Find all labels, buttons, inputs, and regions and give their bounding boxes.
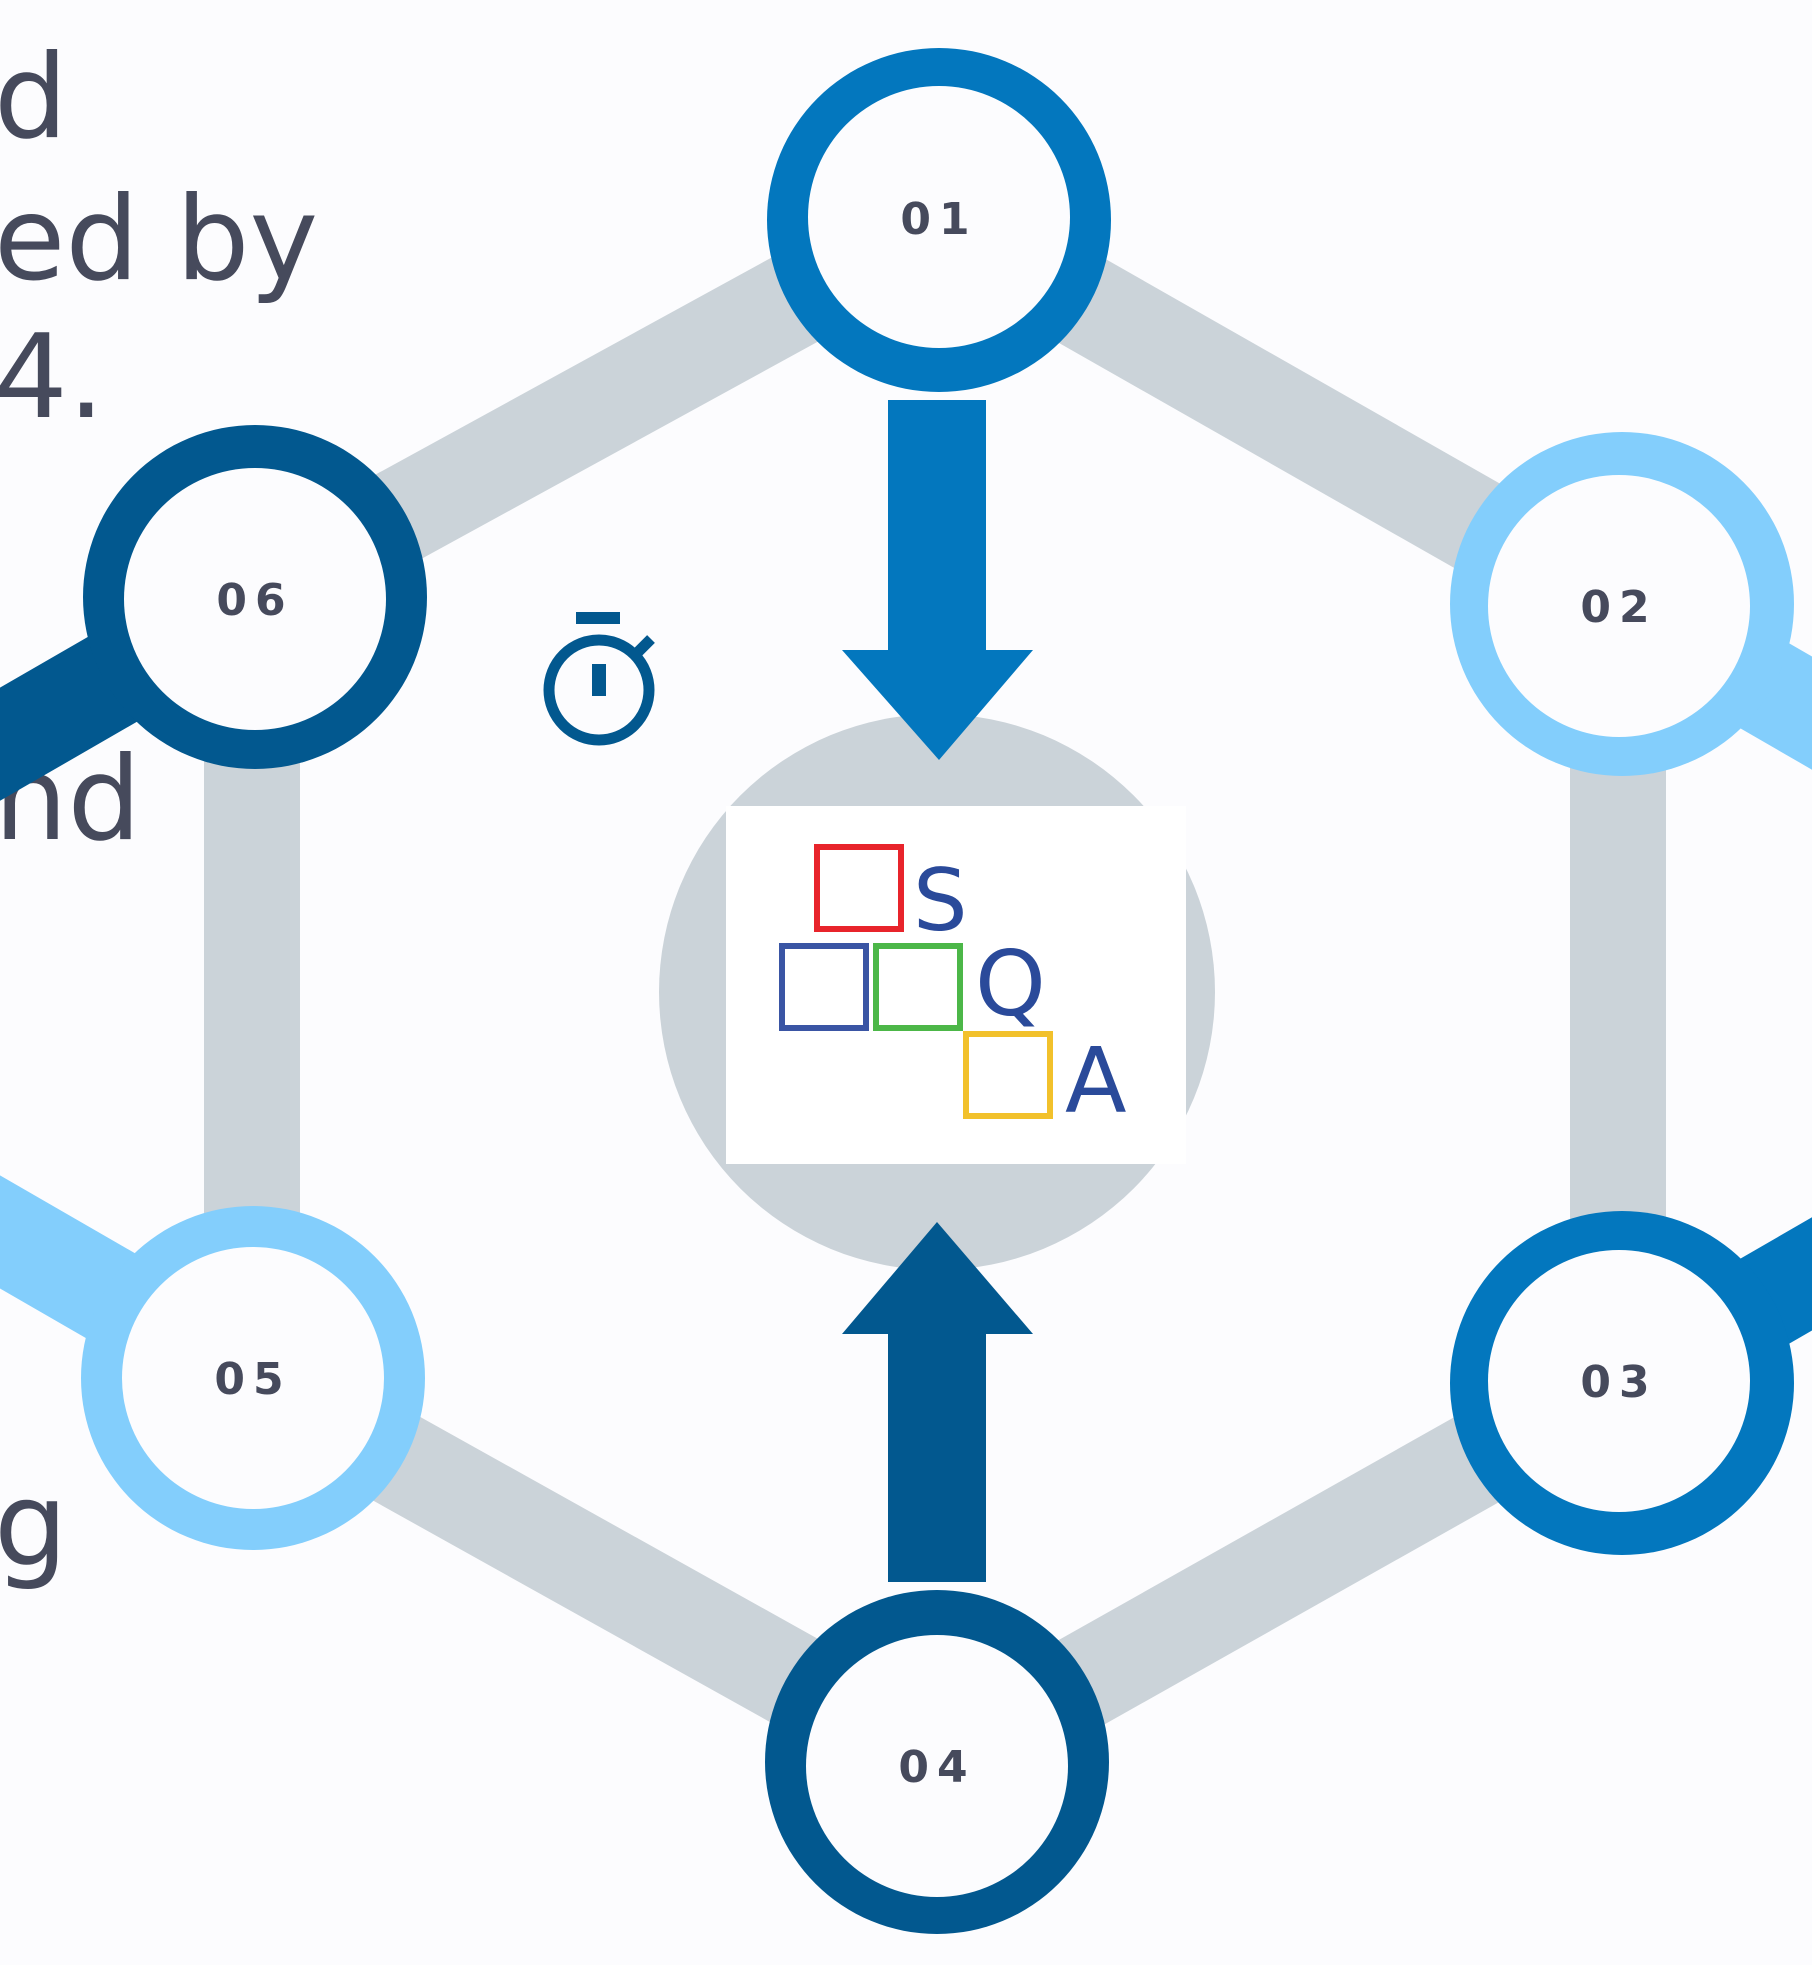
step-label-01: 01 xyxy=(900,194,977,245)
step-node-05: 05 xyxy=(81,1206,425,1550)
logo-box-green xyxy=(873,943,963,1031)
step-node-04: 04 xyxy=(765,1590,1109,1934)
step-node-02: 02 xyxy=(1450,432,1794,776)
step-node-03: 03 xyxy=(1450,1211,1794,1555)
step-node-01: 01 xyxy=(767,48,1111,392)
logo-background xyxy=(726,806,1186,1164)
logo-letter-a: A xyxy=(1065,1029,1127,1134)
sqa-logo: S Q A xyxy=(726,806,1186,1164)
step-label-06: 06 xyxy=(216,575,293,626)
step-label-02: 02 xyxy=(1580,582,1657,633)
stopwatch-icon xyxy=(543,612,655,746)
step-label-03: 03 xyxy=(1580,1357,1657,1408)
arrow-from-04 xyxy=(842,1222,1033,1582)
logo-letter-s: S xyxy=(913,851,968,951)
step-label-04: 04 xyxy=(898,1742,975,1793)
arrow-from-01 xyxy=(842,400,1033,760)
step-node-06: 06 xyxy=(83,425,427,769)
side-text-fragment-2: ed by xyxy=(0,172,319,307)
side-text-fragment-3: 4. xyxy=(0,310,105,445)
logo-box-yellow xyxy=(963,1031,1053,1119)
logo-box-red xyxy=(814,844,904,932)
side-text-fragment-1: d xyxy=(0,30,68,165)
step-label-05: 05 xyxy=(214,1354,291,1405)
logo-letter-q: Q xyxy=(975,932,1046,1037)
logo-box-blue xyxy=(779,943,869,1031)
side-text-fragment-5: g xyxy=(0,1458,68,1593)
